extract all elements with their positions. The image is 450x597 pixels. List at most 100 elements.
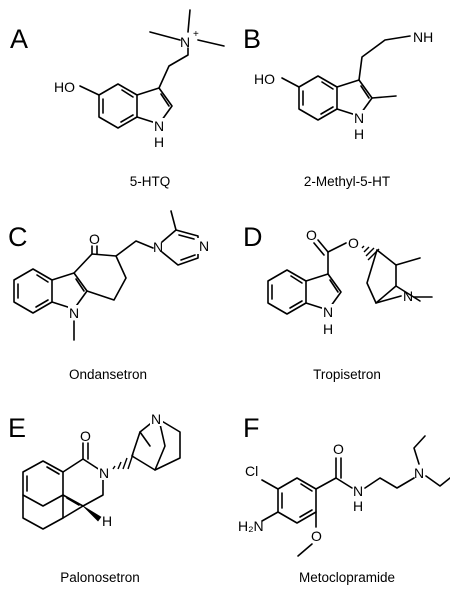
panel-name-f: Metoclopramide [299,570,395,585]
f-nh2-bond [261,511,279,522]
b-methyl [371,95,397,99]
a-benzene-double-3 [120,114,134,123]
f-atom-h: H [353,498,363,514]
e-atom-n: N [99,465,109,481]
panel-letter-d: D [243,222,263,252]
d-benzene-ring [267,269,307,315]
b-atom-n: N [354,110,364,126]
a-atom-n: N [154,118,164,134]
panel-e: E O N H N Palonosetron [8,411,181,585]
a-methyl-top [187,9,191,33]
panel-name-a: 5-HTQ [130,174,171,189]
e-quinuclidine-arm-2 [131,419,181,471]
a-atom-nplus: N [180,34,190,50]
f-ethyl-2 [425,475,450,487]
b-pyrrole-double [360,85,370,99]
f-atom-cl: Cl [245,463,258,479]
panel-name-b: 2-Methyl-5-HT [304,174,390,189]
c-methylene [115,240,154,257]
d-tropane-bridge-1 [395,257,421,266]
panel-b: B HO NH N H 2-Methyl-5-HT [243,24,433,189]
c-imidazole-methyl [170,210,177,231]
d-carbonyl-1 [317,239,329,253]
a-benzene-ring [98,83,138,129]
c-imidazole-double-2 [180,254,196,261]
d-atom-h: H [323,321,333,337]
e-cyclohexene-ring [22,494,64,530]
f-benzene-ring [277,477,317,524]
panel-letter-e: E [8,413,26,443]
e-quinuclidine-back [139,431,151,447]
a-benzene-double-1 [121,89,134,98]
d-ester-o-bond [327,242,347,253]
e-ring-fusion [62,505,84,519]
d-tropane-n-bond [375,295,402,304]
d-pyrrole-ring [305,273,342,311]
panel-a: A HO N + N H 5-HTQ [10,9,225,189]
panel-name-e: Palonosetron [60,570,140,585]
c-benzene-double-2 [36,274,49,283]
a-pyrrole-ring [136,87,173,125]
f-ethyl-1 [413,435,426,465]
e-benzene-ring [22,460,64,507]
e-benzene-double-2 [46,466,60,475]
panel-f: F Cl H₂N O O N H N Metoclopramide [238,413,450,585]
f-atom-h2n: H₂N [238,518,264,534]
panel-letter-c: C [8,222,28,252]
d-atom-n-tropane: N [403,288,413,304]
d-benzene-double-1 [290,275,303,284]
e-lactam-ring [62,458,104,507]
a-atom-plus: + [193,29,199,40]
b-oh-bond [281,77,300,88]
f-ome-methyl [297,543,313,557]
a-atom-ho: HO [54,79,75,95]
c-atom-nim1: N [153,239,163,255]
d-atom-o2: O [348,235,359,251]
c-pyrrole-double [75,278,85,292]
e-atom-nq: N [151,411,161,427]
b-atom-ho: HO [254,71,275,87]
e-wedge [82,505,102,522]
c-pyrrole-ring [51,272,88,310]
d-tropane-bridge-2 [395,285,421,302]
d-benzene-double-3 [289,300,303,309]
f-amide-n-bond [335,477,353,489]
f-benzene-double-1 [300,483,313,492]
f-ethyl-chain [364,477,415,489]
f-atom-n: N [414,465,424,481]
b-atom-h: H [354,126,364,142]
c-atom-o: O [89,231,100,247]
f-atom-o: O [333,441,344,457]
a-methyl-left [149,31,181,41]
e-atom-h: H [102,513,112,529]
d-atom-o1: O [306,227,317,243]
b-benzene-double-1 [321,81,334,90]
panel-letter-b: B [243,24,261,54]
b-ethyl-chain [358,35,411,81]
a-methyl-right [197,39,225,47]
a-pyrrole-double [160,93,170,107]
c-atom-nim3: N [199,238,209,254]
c-cyclohexanone-ring [73,253,127,301]
b-atom-nh2: NH [413,29,433,45]
a-atom-h: H [154,134,164,150]
panel-name-d: Tropisetron [313,367,381,382]
panel-letter-a: A [10,24,28,54]
f-amide-c [315,477,337,490]
c-imidazole-double-1 [178,234,195,240]
f-cl-bond [261,479,279,490]
a-ethyl-chain [158,47,189,89]
d-atom-n: N [323,304,333,320]
e-atom-o: O [80,428,91,444]
d-carbonyl-2 [313,242,325,256]
panel-name-c: Ondansetron [69,367,147,382]
c-atom-n9: N [69,305,79,321]
e-quinuclidine-arm-3 [154,423,166,471]
panel-letter-f: F [243,413,260,443]
f-atom-nh: N [353,483,363,499]
panel-d: D N H O O N Tropisetron [243,222,433,382]
b-benzene-double-3 [320,106,334,115]
f-atom-o2: O [311,528,322,544]
